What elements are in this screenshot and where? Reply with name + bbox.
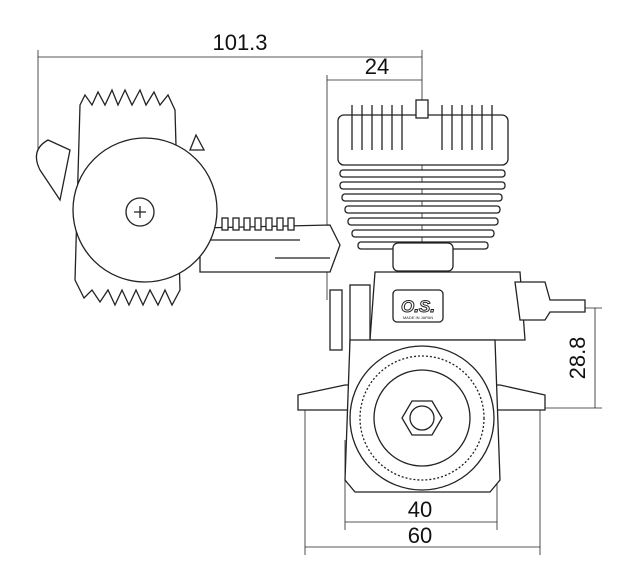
dim-mount-height: 28.8	[565, 337, 590, 380]
dim-overall-length: 101.3	[212, 30, 267, 55]
dim-mount-outer-width: 60	[408, 523, 432, 548]
svg-text:MADE IN JAPAN: MADE IN JAPAN	[403, 315, 433, 320]
cylinder	[337, 99, 509, 250]
rear-housing	[35, 88, 218, 307]
muffler-arm	[199, 217, 341, 273]
crankcase: O.S. MADE IN JAPAN	[329, 242, 586, 351]
svg-text:O.S.: O.S.	[401, 297, 435, 316]
dim-cylinder-offset: 24	[365, 54, 389, 79]
mount-and-hub	[297, 339, 546, 493]
os-logo: O.S. MADE IN JAPAN	[392, 289, 444, 323]
dim-mount-inner-width: 40	[408, 497, 432, 522]
